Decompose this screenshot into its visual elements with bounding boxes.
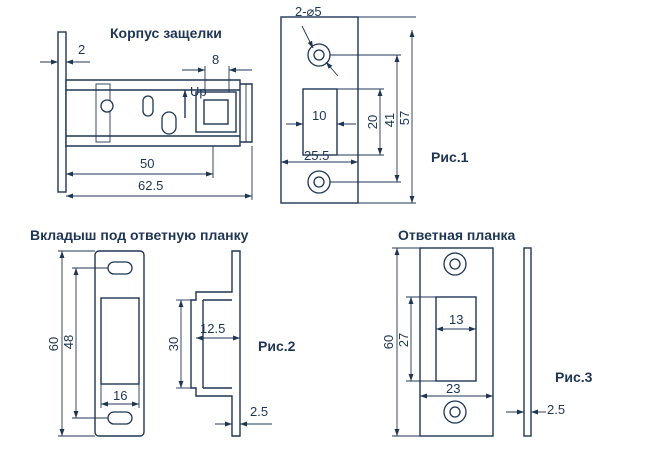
strike-insert-front-view [94,250,145,437]
dim-60-fig3: 60 [381,335,396,349]
dim-12-5: 12.5 [200,321,225,336]
latch-bolt-opening [302,88,338,156]
dim-60: 60 [46,337,61,351]
dim-62-5: 62.5 [138,178,163,193]
latch-faceplate [57,31,67,193]
dim-8: 8 [212,52,219,67]
dim-41: 41 [382,113,397,127]
dim-insert-offset: 12.5 [196,321,240,341]
insert-top-slot [107,261,133,275]
dim-30: 30 [166,337,181,351]
dim-plate-width: 25.5 [281,148,358,165]
dim-holes: 2-⌀5 [295,4,339,77]
dim-2-5-fig2: 2.5 [250,404,268,419]
title-strike-insert: Вкладыш под ответную планку [30,227,249,243]
dim-2-5-fig3: 2.5 [547,402,565,417]
dim-vertical-fig2: 60 48 [46,250,108,437]
dim-10: 10 [312,108,326,123]
up-label: Up [190,84,207,99]
dim-2: 2 [78,42,85,57]
dim-strike-width: 23 [420,381,493,399]
dim-25-5: 25.5 [304,148,329,163]
dim-16: 16 [113,388,127,403]
dim-square-size: 8 [182,52,252,92]
insert-opening [100,297,140,385]
insert-profile [190,250,241,437]
fig2-label: Рис.2 [258,338,296,354]
strike-insert-side-view [190,250,241,437]
dim-insert-depth: 30 [166,299,191,389]
dim-vertical-fig3: 60 27 [381,247,436,437]
dim-length: 62.5 [66,146,253,200]
follower-square [195,91,237,133]
insert-bottom-slot [107,411,133,425]
strike-plate-side-view [523,247,532,437]
latch-slot-lower [161,111,177,135]
dim-13: 13 [449,312,463,327]
dim-faceplate-thickness: 2 [40,42,90,65]
faceplate-front-view [280,16,359,204]
dim-strike-thickness: 2.5 [506,402,565,417]
title-strike-plate: Ответная планка [398,227,516,243]
dim-20: 20 [365,115,380,129]
dim-23: 23 [446,381,460,396]
dim-strike-slot-width: 13 [436,312,476,332]
dim-holes-label: 2-⌀5 [295,4,322,19]
dim-50: 50 [140,156,154,171]
dim-backset: 50 [66,146,214,178]
strike-opening [435,296,477,382]
dim-48: 48 [61,335,76,349]
dim-vertical-fig1: 20 41 57 [330,16,416,204]
latch-slot [142,95,154,117]
title-latch-body: Корпус защелки [110,25,222,41]
dim-insert-thickness: 2.5 [215,404,272,428]
dim-insert-width: 16 [100,384,140,408]
dim-57: 57 [397,111,412,125]
latch-pin-hole [100,99,114,113]
latch-body-side-view: Up [57,31,253,193]
fig3-label: Рис.3 [555,369,593,385]
dim-27: 27 [396,333,411,347]
strike-plate-front-view [419,247,494,437]
dim-slot-width: 10 [286,108,356,127]
fig1-label: Рис.1 [431,149,469,165]
